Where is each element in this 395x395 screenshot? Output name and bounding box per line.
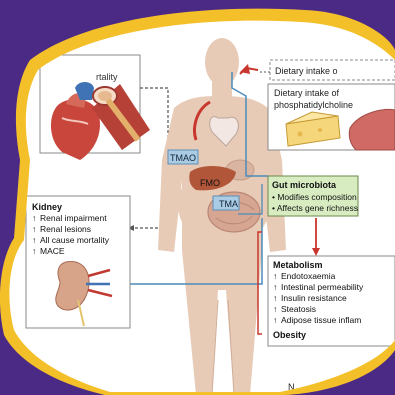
metabolism-arrow: ↑: [273, 271, 277, 281]
gut-microbiota-title: Gut microbiota: [272, 180, 337, 190]
kidney-arrow: ↑: [32, 235, 36, 245]
kidney-arrow: ↑: [32, 213, 36, 223]
kidney-arrow: ↑: [32, 224, 36, 234]
kidney-title: Kidney: [32, 202, 62, 212]
gut-microbiota-item: • Modifies composition: [272, 192, 357, 202]
fmo-label: FMO: [200, 178, 220, 188]
kidney-arrow: ↑: [32, 246, 36, 256]
metabolism-item: Intestinal permeability: [281, 282, 364, 292]
metabolism-item: Insulin resistance: [281, 293, 347, 303]
cardio-partial-text: rtality: [96, 72, 118, 82]
metabolism-arrow: ↑: [273, 293, 277, 303]
tma-label: TMA: [219, 199, 238, 209]
metabolism-item: Endotoxaemia: [281, 271, 336, 281]
kidney-item: MACE: [40, 246, 65, 256]
metabolism-arrow: ↑: [273, 282, 277, 292]
kidney-item: Renal impairment: [40, 213, 107, 223]
gut-microbiota-item: • Affects gene richness: [272, 203, 358, 213]
dietary-intake-text: Dietary intake o: [275, 66, 338, 76]
phosphatidylcholine-line1: Dietary intake of: [274, 88, 340, 98]
metabolism-item: Steatosis: [281, 304, 316, 314]
metabolism-title: Metabolism: [273, 260, 323, 270]
metabolism-arrow: ↑: [273, 304, 277, 314]
kidney-item: All cause mortality: [40, 235, 110, 245]
metabolism-arrow: ↑: [273, 315, 277, 325]
phosphatidylcholine-line2: phosphatidylcholine: [274, 100, 353, 110]
tmao-label: TMAO: [170, 153, 196, 163]
obesity-label: Obesity: [273, 330, 306, 340]
metabolism-item: Adipose tissue inflam: [281, 315, 361, 325]
kidney-item: Renal lesions: [40, 224, 91, 234]
